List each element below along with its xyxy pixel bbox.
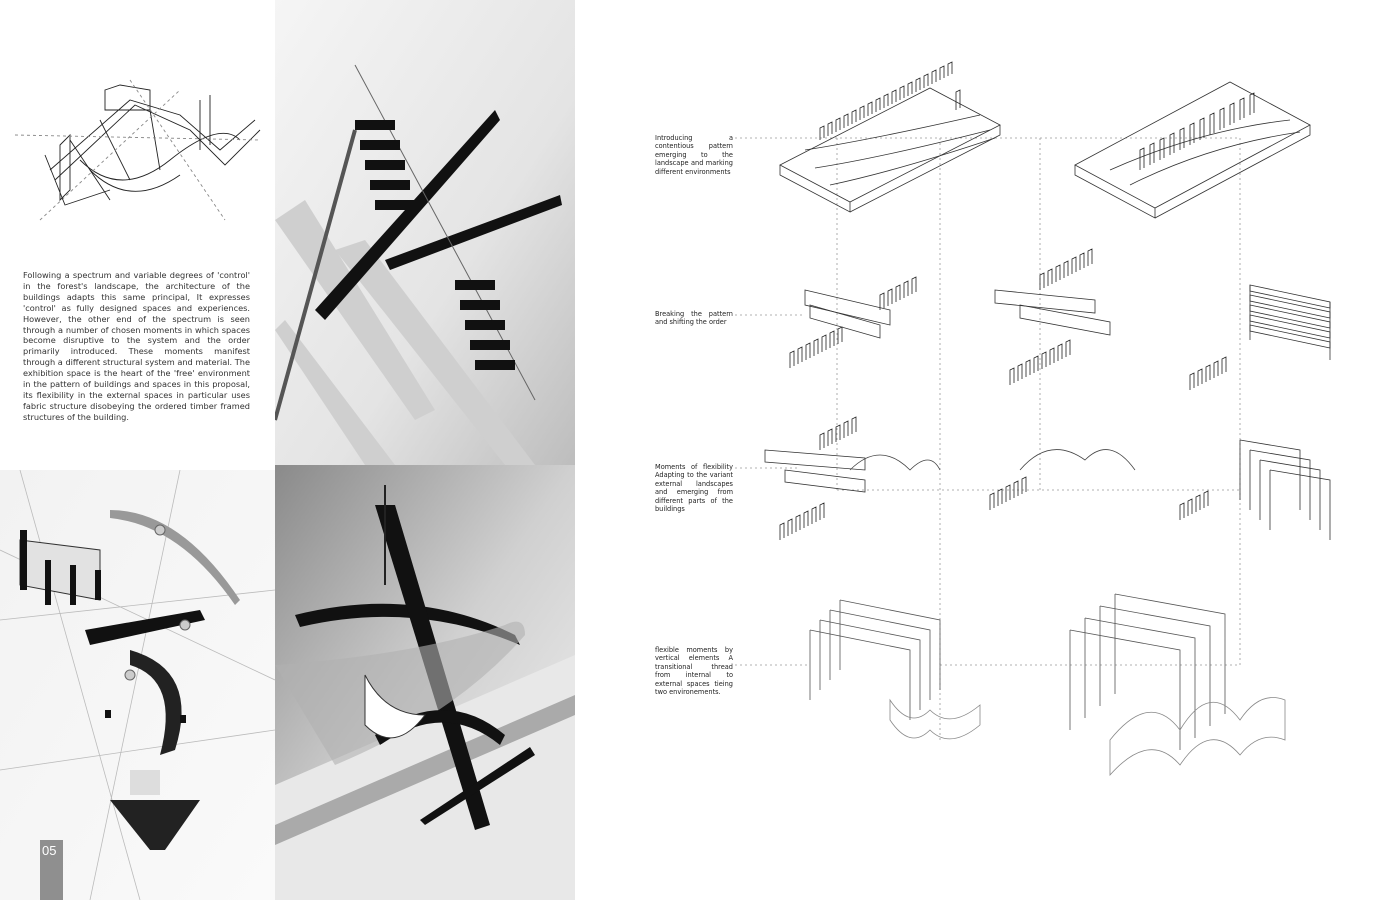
- frames-left: [809, 599, 981, 740]
- slab-left: [779, 87, 1001, 213]
- axonometric-diagrams: [640, 40, 1380, 800]
- annotation-breaking: Breaking the pattern and shifting the or…: [655, 310, 733, 327]
- annotation-flexibility: Moments of flexibility Adapting to the v…: [655, 463, 733, 514]
- body-text: Following a spectrum and variable degree…: [23, 270, 250, 422]
- annotation-vertical: flexible moments by vertical elements A …: [655, 646, 733, 697]
- stepped-frames: [1249, 284, 1331, 360]
- annotation-pattern: Introducing a contentious pattern emergi…: [655, 134, 733, 176]
- model-photo-site: [0, 470, 275, 900]
- page-number: 05: [42, 843, 57, 858]
- slab-right: [1074, 81, 1311, 219]
- frames-row3: [1239, 439, 1331, 540]
- page-number-box: [40, 840, 63, 900]
- model-photo-curves: [275, 465, 575, 900]
- frames-right: [1069, 593, 1286, 777]
- model-photo-frames: [275, 0, 575, 465]
- concept-sketch: [10, 60, 265, 235]
